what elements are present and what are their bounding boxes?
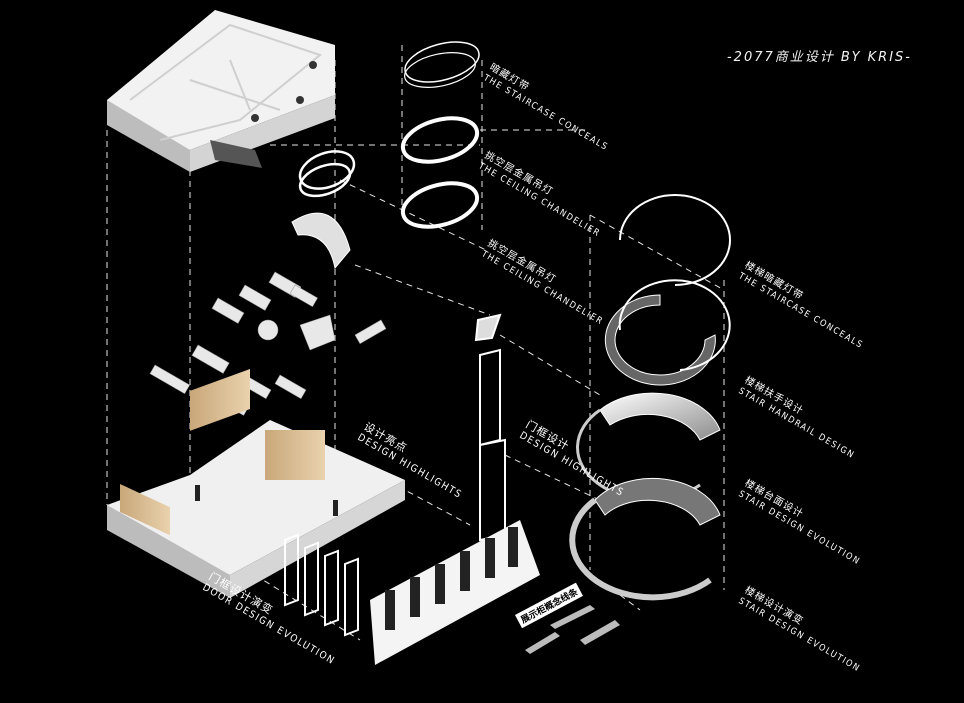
display-wall (370, 520, 540, 665)
upper-floor-plan-block (107, 10, 335, 172)
ground-floor-block (107, 369, 405, 598)
stair-curved-piece (291, 212, 351, 270)
header-title: -2077商业设计 BY KRIS- (726, 50, 912, 65)
furniture-layer (149, 271, 387, 416)
linear-display-bars (525, 605, 620, 654)
ring-chandeliers (400, 41, 480, 229)
stair-rings-stack (569, 194, 731, 601)
ceiling-chandelier-spiral (298, 150, 356, 198)
